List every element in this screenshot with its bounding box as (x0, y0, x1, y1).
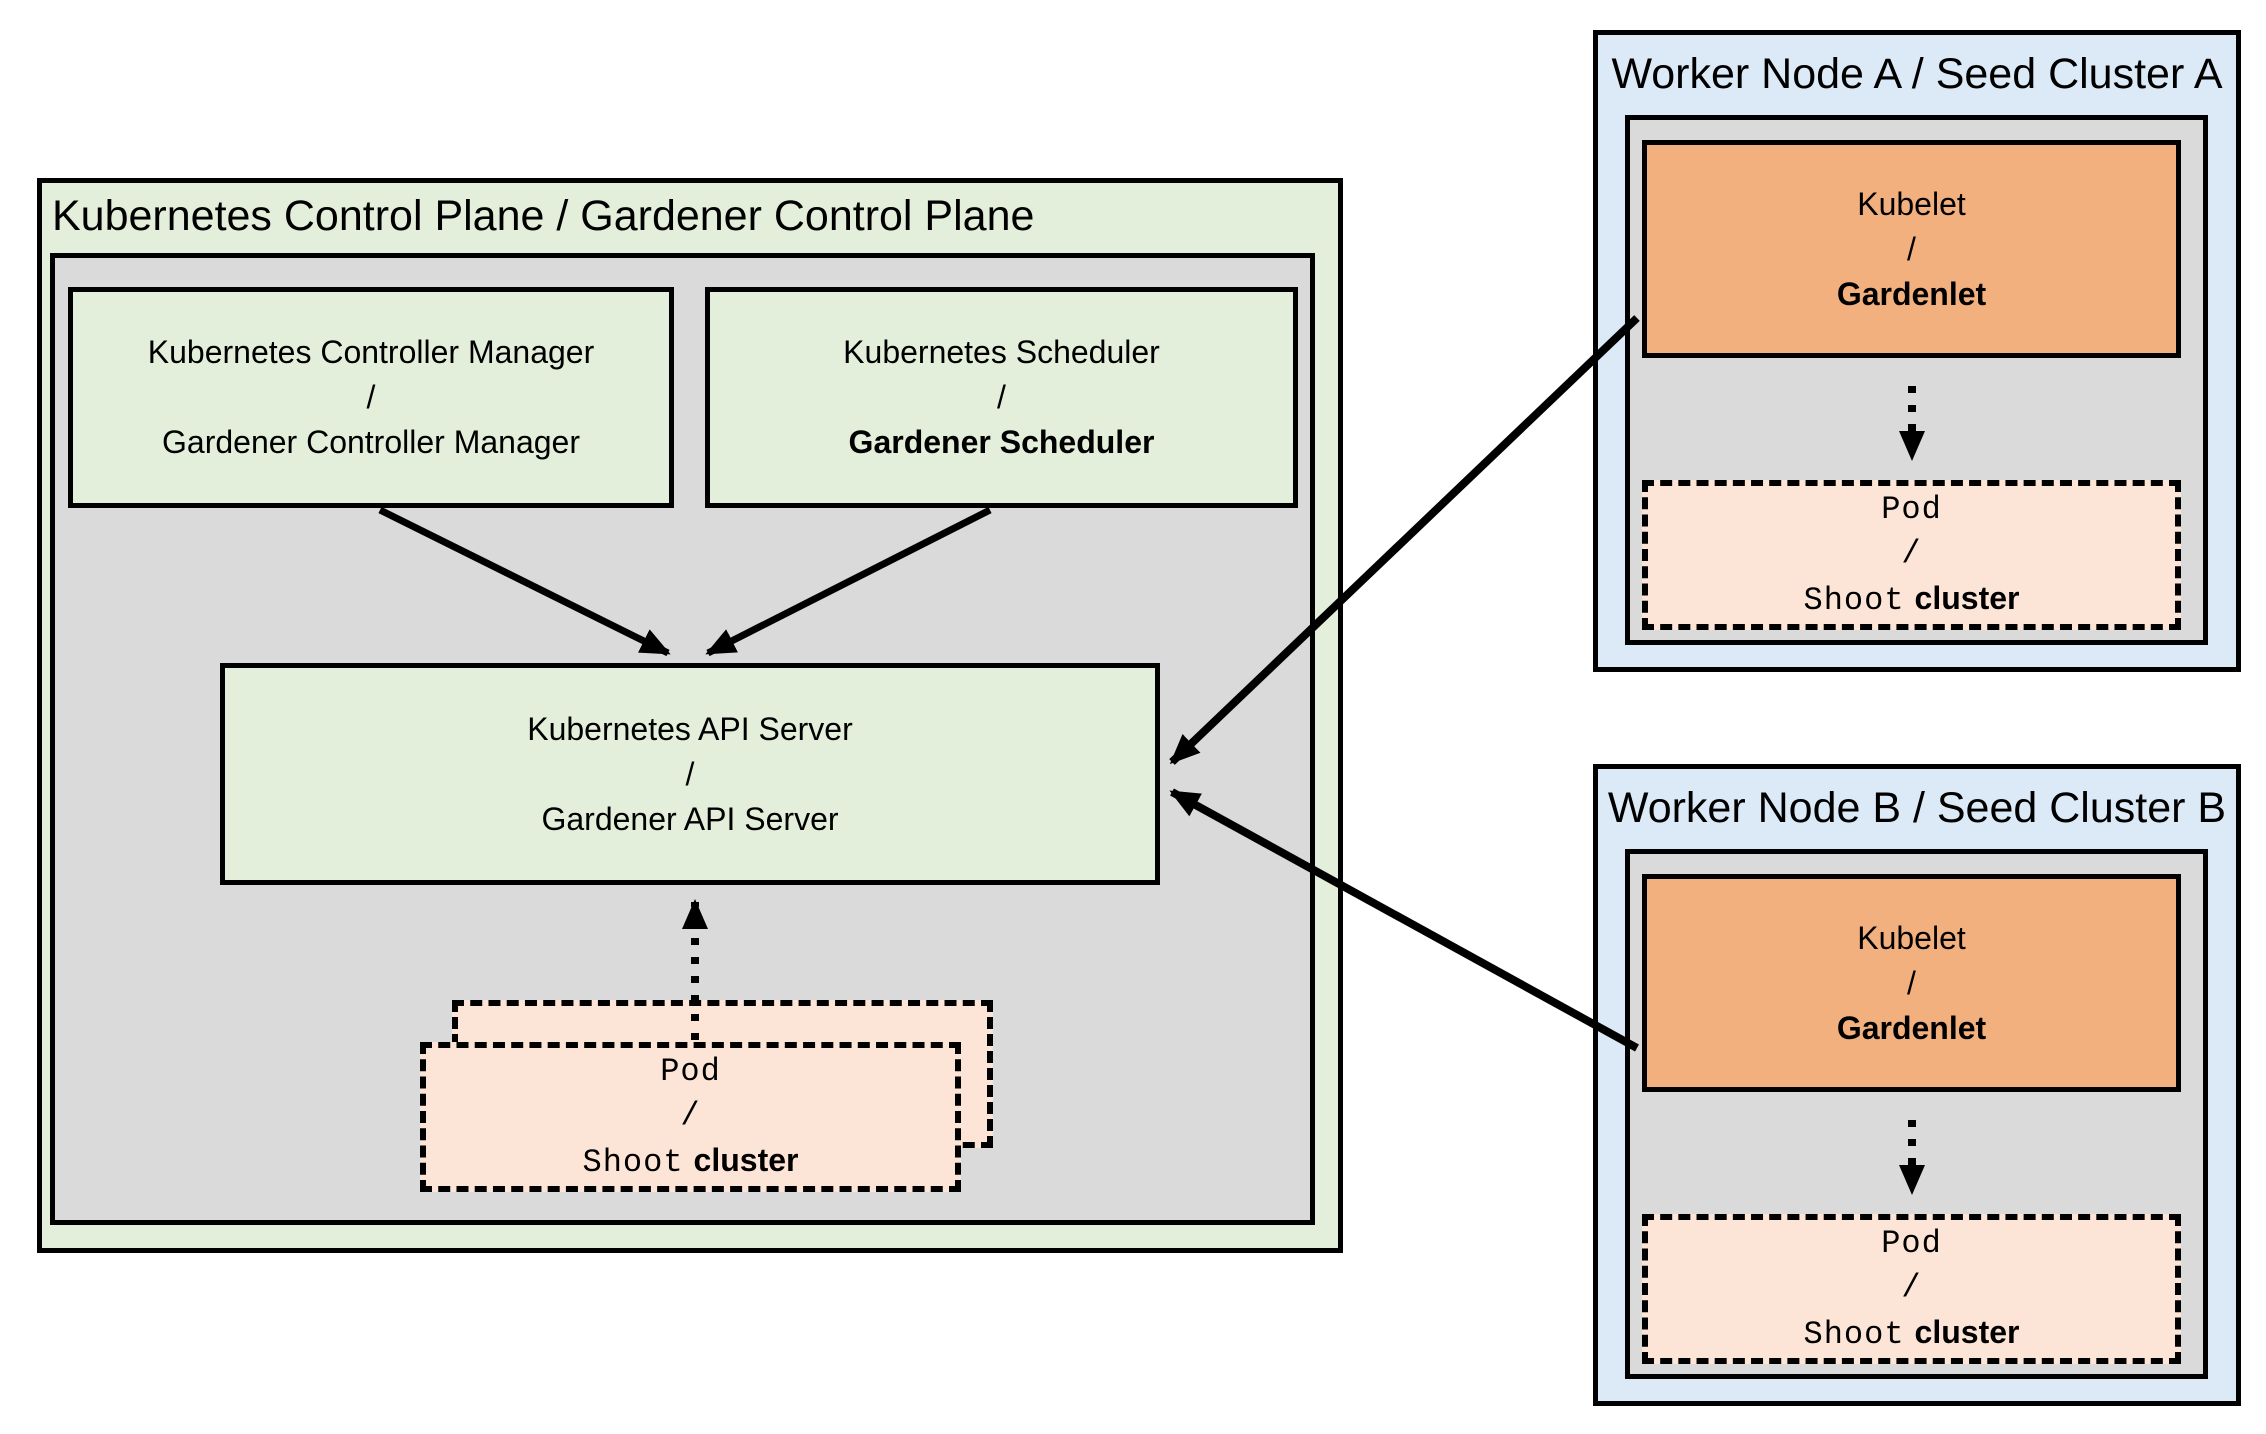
scheduler-slash: / (997, 379, 1006, 415)
kubelet-b-line2: Gardenlet (1836, 1009, 1987, 1046)
pod-shoot-word: Shoot (582, 1143, 684, 1181)
api-server-slash: / (685, 755, 695, 792)
worker-node-b-title: Worker Node B / Seed Cluster B (1607, 783, 2227, 832)
kubelet-a-line2: Gardenlet (1836, 275, 1987, 312)
controller-manager-line1: Kubernetes Controller Manager (147, 334, 595, 370)
pod-a-shoot-word: Shoot (1803, 581, 1905, 619)
pod-line1: Pod (660, 1052, 721, 1090)
pod-slash: / (680, 1096, 701, 1134)
control-plane-title: Kubernetes Control Plane / Gardener Cont… (52, 191, 1035, 240)
scheduler-line2: Gardener Scheduler (848, 424, 1155, 460)
controller-manager-box: Kubernetes Controller Manager / Gardener… (68, 287, 674, 508)
kubelet-a-line1: Kubelet (1857, 185, 1966, 222)
scheduler-line1: Kubernetes Scheduler (843, 334, 1160, 370)
api-server-box: Kubernetes API Server / Gardener API Ser… (220, 663, 1160, 885)
api-server-line1: Kubernetes API Server (527, 710, 853, 747)
api-server-line2: Gardener API Server (541, 800, 839, 837)
controller-manager-line2: Gardener Controller Manager (162, 424, 580, 460)
kubelet-b-line1: Kubelet (1857, 919, 1966, 956)
kubelet-b-slash: / (1907, 964, 1916, 1001)
pod-b-cluster-word: cluster (1914, 1313, 2020, 1350)
kubelet-a-slash: / (1907, 230, 1916, 267)
pod-cluster-word: cluster (693, 1141, 799, 1178)
scheduler-box: Kubernetes Scheduler / Gardener Schedule… (705, 287, 1298, 508)
pod-a-line1: Pod (1881, 490, 1942, 528)
pod-b-slash: / (1901, 1268, 1922, 1306)
worker-node-a-title: Worker Node A / Seed Cluster A (1611, 49, 2223, 98)
kubelet-gardenlet-box-b: Kubelet / Gardenlet (1642, 874, 2181, 1092)
pod-b-line1: Pod (1881, 1224, 1942, 1262)
pod-a-slash: / (1901, 534, 1922, 572)
pod-a-cluster-word: cluster (1914, 579, 2020, 616)
pod-b-shoot-word: Shoot (1803, 1315, 1905, 1353)
kubelet-gardenlet-box-a: Kubelet / Gardenlet (1642, 140, 2181, 358)
controller-manager-slash: / (366, 379, 376, 415)
